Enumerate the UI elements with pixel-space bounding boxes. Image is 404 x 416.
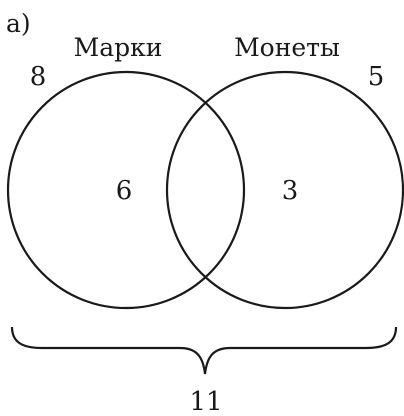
left-only-count: 6 bbox=[116, 176, 133, 206]
total-count: 11 bbox=[189, 387, 222, 416]
right-only-count: 3 bbox=[282, 176, 299, 206]
left-outside-count: 8 bbox=[30, 62, 47, 92]
right-outside-count: 5 bbox=[368, 62, 385, 92]
set-title-monety: Монеты bbox=[234, 33, 340, 62]
part-label: а) bbox=[6, 9, 31, 38]
left-set-circle bbox=[6, 70, 246, 310]
set-title-marki: Марки bbox=[74, 33, 163, 62]
total-brace bbox=[10, 326, 398, 375]
right-set-circle bbox=[165, 70, 404, 310]
